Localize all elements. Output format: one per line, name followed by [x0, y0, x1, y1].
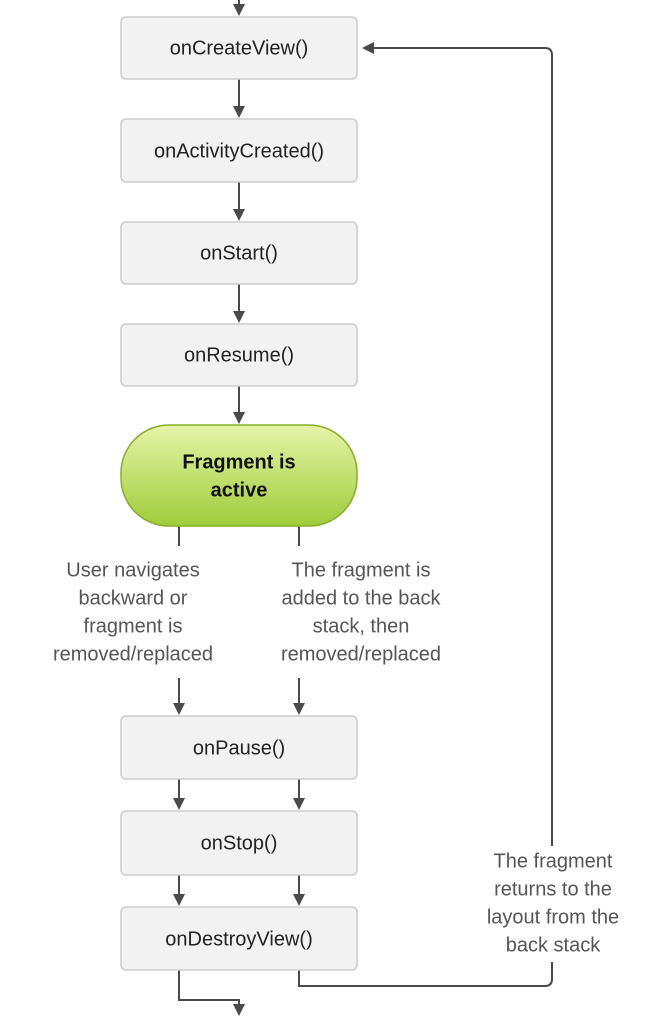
arrowhead-backstack-return [362, 42, 374, 54]
note-user-navigates: User navigates backward or fragment is r… [53, 559, 213, 665]
note-returns-to-layout: The fragment returns to the layout from … [468, 846, 638, 962]
node-on-pause: onPause() [120, 715, 358, 780]
arrowhead-destroyview-right [293, 894, 305, 906]
note-line-4: removed/replaced [53, 643, 213, 665]
note-line-3: fragment is [84, 615, 183, 637]
arrowhead-destroyview-left [173, 894, 185, 906]
arrowhead-resume [233, 311, 245, 323]
note-line-1: The fragment [494, 850, 613, 872]
node-on-stop: onStop() [120, 810, 358, 876]
node-on-activity-created: onActivityCreated() [120, 118, 358, 183]
arrowhead-start [233, 209, 245, 221]
arrowhead-stop-right [293, 798, 305, 810]
node-on-resume: onResume() [120, 323, 358, 387]
arrowhead-exit [233, 1004, 245, 1016]
note-line-2: backward or [79, 587, 188, 609]
node-label: onResume() [184, 344, 294, 366]
note-line-2: returns to the [494, 878, 612, 900]
arrowhead-entry [233, 4, 245, 16]
note-line-3: layout from the [487, 906, 619, 928]
arrowhead-activitycreated [233, 106, 245, 118]
note-line-2: added to the back [281, 587, 441, 609]
note-added-to-back-stack: The fragment is added to the back stack,… [281, 559, 442, 665]
connector-backstack-loop-path [298, 47, 553, 987]
node-label: onDestroyView() [165, 928, 312, 950]
node-on-destroy-view: onDestroyView() [120, 906, 358, 971]
note-line-1: User navigates [66, 559, 199, 581]
node-label: onStop() [201, 832, 278, 854]
arrowhead-pause-left [173, 703, 185, 715]
connectors [173, 0, 553, 1016]
node-on-start: onStart() [120, 221, 358, 285]
state-label-line-1: Fragment is [182, 451, 295, 473]
arrowhead-active [233, 412, 245, 424]
note-line-4: back stack [506, 934, 601, 956]
arrowhead-pause-right [293, 703, 305, 715]
arrowhead-stop-left [173, 798, 185, 810]
connector-destroyview-exit [178, 970, 240, 1006]
note-line-3: stack, then [313, 615, 410, 637]
node-label: onCreateView() [170, 37, 309, 59]
note-line-1: The fragment is [292, 559, 431, 581]
state-label-line-2: active [211, 479, 268, 501]
state-fragment-active: Fragment is active [120, 424, 358, 527]
node-label: onPause() [193, 737, 285, 759]
note-line-4: removed/replaced [281, 643, 441, 665]
node-on-create-view: onCreateView() [120, 16, 358, 80]
node-label: onStart() [200, 242, 278, 264]
node-label: onActivityCreated() [154, 140, 324, 162]
